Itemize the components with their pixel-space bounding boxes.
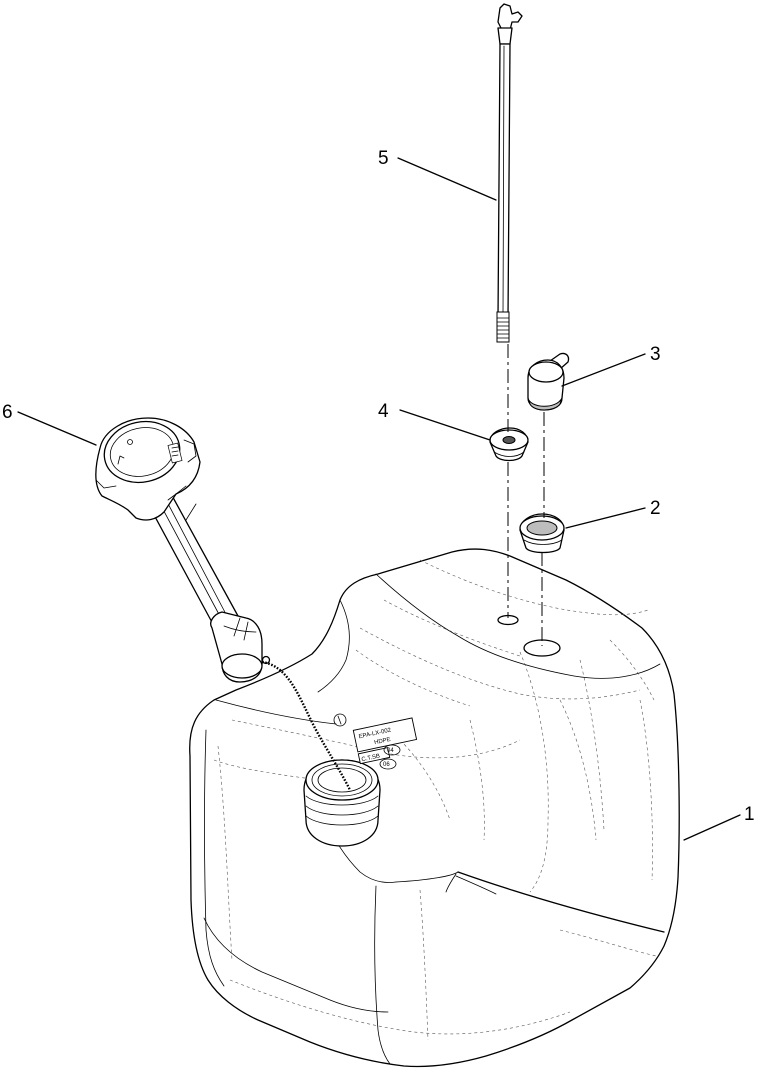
decal-line2: HDPE xyxy=(374,737,392,746)
tether-chain xyxy=(261,660,352,791)
fuel-pickup-tube xyxy=(496,3,523,343)
callout-2: 2 xyxy=(650,498,661,519)
assembly-centerlines xyxy=(507,344,545,646)
grommet xyxy=(489,427,529,462)
fuel-fitting xyxy=(527,352,570,411)
decal-small2: 06 xyxy=(383,762,390,768)
decal-badge: C.T.SB xyxy=(361,753,381,763)
tank-decal: EPA-LX-002 HDPE C.T.SB xyxy=(352,717,418,765)
callout-3: 3 xyxy=(650,344,661,365)
callout-4: 4 xyxy=(378,401,389,422)
callout-5: 5 xyxy=(378,148,389,169)
callout-6: 6 xyxy=(2,402,13,423)
emblem-icon xyxy=(333,713,347,727)
bushing xyxy=(519,513,565,554)
decal-small1: 04 xyxy=(387,748,394,754)
filler-neck xyxy=(303,759,381,847)
leader-lines xyxy=(17,157,741,841)
fuel-tank: EPA-LX-002 HDPE C.T.SB 04 06 xyxy=(189,548,680,1068)
callout-1: 1 xyxy=(744,804,755,825)
fuel-cap-with-gauge xyxy=(95,417,263,683)
gauge-dial-icon xyxy=(103,420,181,484)
